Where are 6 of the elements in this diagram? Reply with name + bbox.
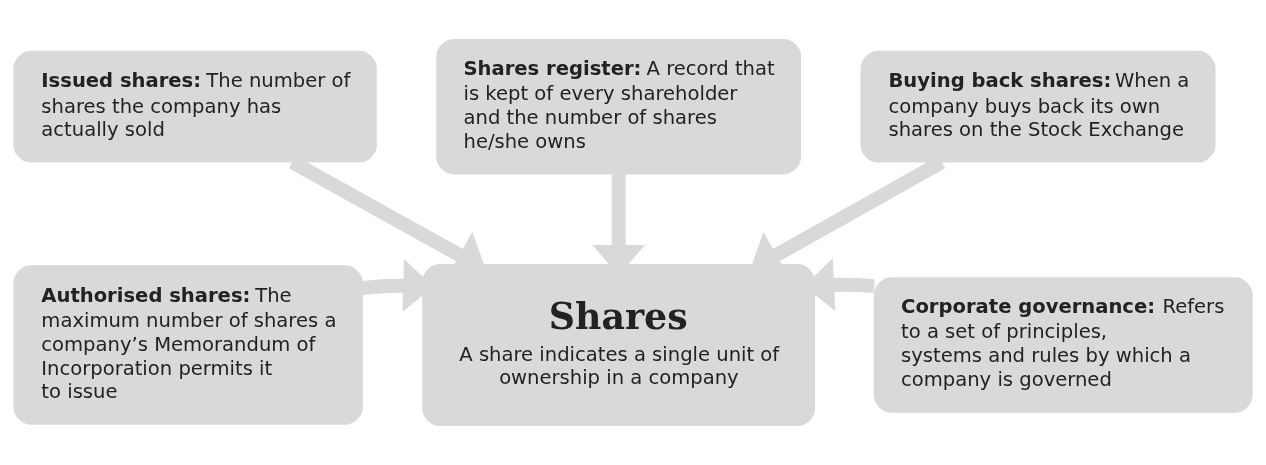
node-box: Authorised shares: The maximum number of shares a company’s Memorandum of Incorporation permits it to issue xyxy=(13,265,363,425)
node-box: Shares register: A record that is kept of every shareholder and the number of shares he/she owns xyxy=(436,38,802,175)
node-box: Shares A share indicates a single unit of ownership in a company xyxy=(422,263,816,427)
node-box: Buying back shares: When a company buys back its own shares on the Stock Exchange xyxy=(860,50,1216,163)
node-box: Issued shares: The number of shares the company has actually sold xyxy=(13,50,377,163)
node-box: Corporate governance: Refers to a set of principles, systems and rules by which a company is governed xyxy=(873,277,1253,413)
